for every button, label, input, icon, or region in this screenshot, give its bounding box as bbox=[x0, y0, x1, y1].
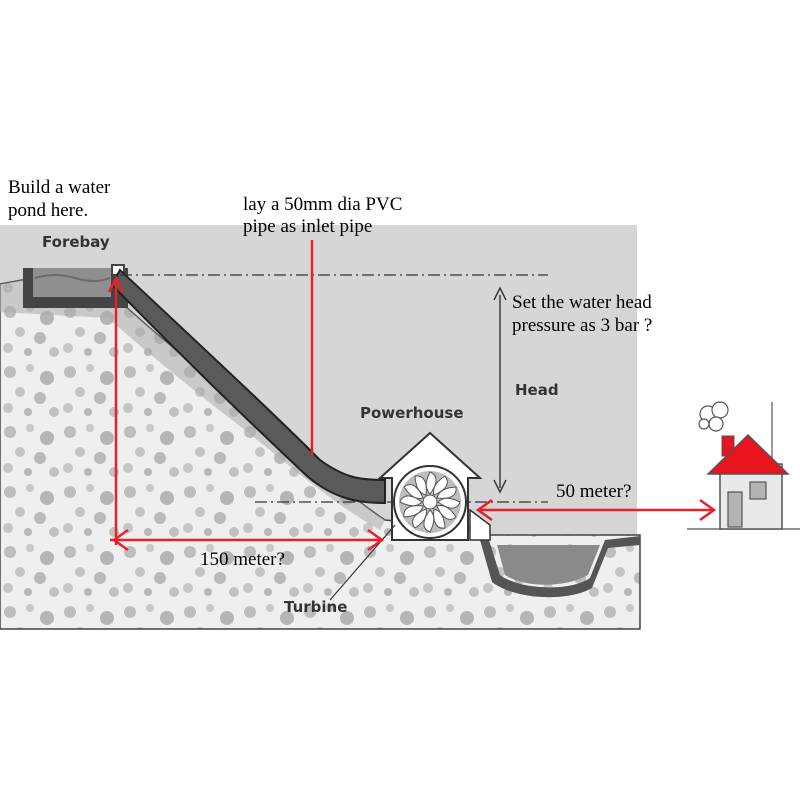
distance-150-arrowhead-right bbox=[367, 528, 385, 552]
head-arrow-top bbox=[493, 286, 507, 301]
tailrace-basin bbox=[480, 536, 640, 598]
tailrace-water bbox=[497, 545, 600, 585]
head-note-line1: Set the water head bbox=[512, 292, 652, 313]
penstock-pipe bbox=[110, 268, 386, 505]
forebay-ripple bbox=[34, 274, 111, 282]
turbine-leader bbox=[329, 524, 396, 601]
head-label: Head bbox=[515, 381, 559, 399]
turbine-label: Turbine bbox=[284, 598, 347, 616]
distance-50-arrowhead-left bbox=[475, 498, 493, 522]
forebay-label: Forebay bbox=[42, 233, 110, 251]
pond-note-line2: pond here. bbox=[8, 200, 88, 221]
chimney-smoke-icon bbox=[698, 401, 729, 432]
pipe-note-line2: pipe as inlet pipe bbox=[243, 216, 372, 237]
turbine-wheel-icon bbox=[393, 465, 467, 539]
drop-height-arrow-top bbox=[107, 275, 125, 293]
house-distance-label: 50 meter? bbox=[556, 481, 631, 502]
distance-150-arrowhead-left bbox=[111, 528, 129, 552]
head-note-line2: pressure as 3 bar ? bbox=[512, 315, 652, 336]
pond-note-line1: Build a water bbox=[8, 177, 111, 198]
pipe-note-line1: lay a 50mm dia PVC bbox=[243, 194, 402, 215]
head-arrow-bottom bbox=[493, 479, 507, 494]
forebay-water bbox=[33, 268, 111, 297]
horizontal-distance-label: 150 meter? bbox=[200, 549, 285, 570]
house-icon bbox=[687, 402, 800, 530]
powerhouse-label: Powerhouse bbox=[360, 404, 464, 422]
distance-50-arrowhead-right bbox=[699, 498, 717, 522]
